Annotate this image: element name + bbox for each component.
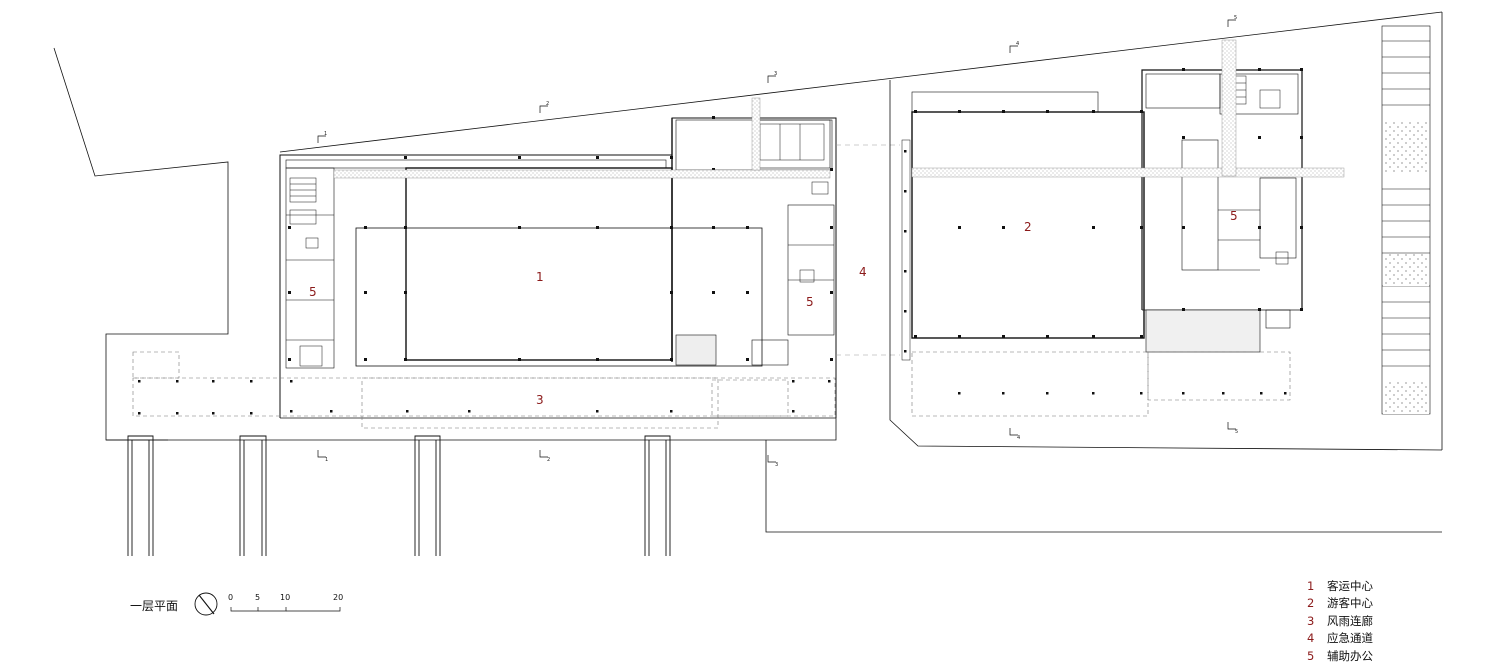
section-mark-top-2: 2 <box>546 101 549 107</box>
scale-bar <box>230 607 341 612</box>
bridge-piers <box>127 435 671 556</box>
legend: 1 客运中心 2 游客中心 3 风雨连廊 4 应急通道 5 辅助办公 <box>1307 577 1487 665</box>
legend-label: 风雨连廊 <box>1327 613 1373 628</box>
walkway-columns <box>138 380 831 415</box>
zone-label-1: 1 <box>536 270 544 284</box>
parking-strip <box>1381 25 1431 415</box>
planting-bed-1 <box>1383 122 1429 172</box>
legend-num: 1 <box>1307 578 1315 593</box>
north-arrow-icon <box>194 592 218 616</box>
road-edge-east <box>765 440 1442 533</box>
road-edge <box>106 418 837 441</box>
plan-title: 一层平面 <box>130 599 179 613</box>
section-mark-bottom-3: 3 <box>775 462 778 468</box>
scale-tick-20: 20 <box>333 593 343 602</box>
scale-tick-10: 10 <box>280 593 290 602</box>
section-mark-top-4: 4 <box>1016 41 1019 47</box>
legend-label: 应急通道 <box>1327 631 1373 646</box>
corridor-strip-right <box>911 167 1345 178</box>
legend-item: 3 风雨连廊 <box>1307 612 1487 630</box>
legend-num: 4 <box>1307 631 1315 646</box>
section-mark-bottom-1: 1 <box>325 457 328 463</box>
section-mark-bottom-2: 2 <box>547 457 550 463</box>
legend-item: 4 应急通道 <box>1307 630 1487 648</box>
legend-num: 2 <box>1307 596 1315 611</box>
scale-tick-0: 0 <box>228 593 233 602</box>
section-mark-top-1: 1 <box>324 131 327 137</box>
legend-item: 2 游客中心 <box>1307 595 1487 613</box>
scale-tick-5: 5 <box>255 593 260 602</box>
site-boundary-left <box>53 47 229 441</box>
planting-bed-3 <box>1383 380 1429 414</box>
site-boundary-right <box>889 80 1443 451</box>
legend-num: 5 <box>1307 648 1315 663</box>
legend-label: 游客中心 <box>1327 596 1373 611</box>
stairs-left <box>289 123 829 367</box>
legend-num: 3 <box>1307 613 1315 628</box>
section-marks-bottom <box>317 422 1236 463</box>
passenger-center-building <box>279 117 837 419</box>
planting-bed-2 <box>1383 254 1429 286</box>
covered-walkway <box>132 351 836 429</box>
zone-label-5-left: 5 <box>309 285 317 299</box>
zone-label-2: 2 <box>1024 220 1032 234</box>
site-boundary-north <box>279 11 1443 153</box>
section-mark-bottom-5: 5 <box>1235 429 1238 435</box>
corridor-strip-vertical-right <box>1221 39 1237 177</box>
section-mark-top-3: 3 <box>774 71 777 77</box>
zone-label-5-right: 5 <box>1230 209 1238 223</box>
corridor-strip-vertical-left <box>751 97 761 171</box>
columns-right <box>904 68 1303 353</box>
canopy-columns <box>958 392 1287 395</box>
section-mark-bottom-4: 4 <box>1017 435 1020 441</box>
zone-label-5-mid: 5 <box>806 295 814 309</box>
visitor-center-building <box>901 69 1303 361</box>
legend-item: 1 客运中心 <box>1307 577 1487 595</box>
columns-left <box>288 116 833 361</box>
legend-label: 客运中心 <box>1327 578 1373 593</box>
corridor-strip-left <box>333 169 831 179</box>
visitor-canopy <box>911 351 1291 417</box>
legend-label: 辅助办公 <box>1327 648 1373 663</box>
zone-label-4: 4 <box>859 265 867 279</box>
emergency-channel <box>836 144 900 356</box>
legend-item: 5 辅助办公 <box>1307 647 1487 665</box>
section-mark-top-5: 5 <box>1234 15 1237 21</box>
section-marks-top <box>317 19 1236 143</box>
zone-label-3: 3 <box>536 393 544 407</box>
